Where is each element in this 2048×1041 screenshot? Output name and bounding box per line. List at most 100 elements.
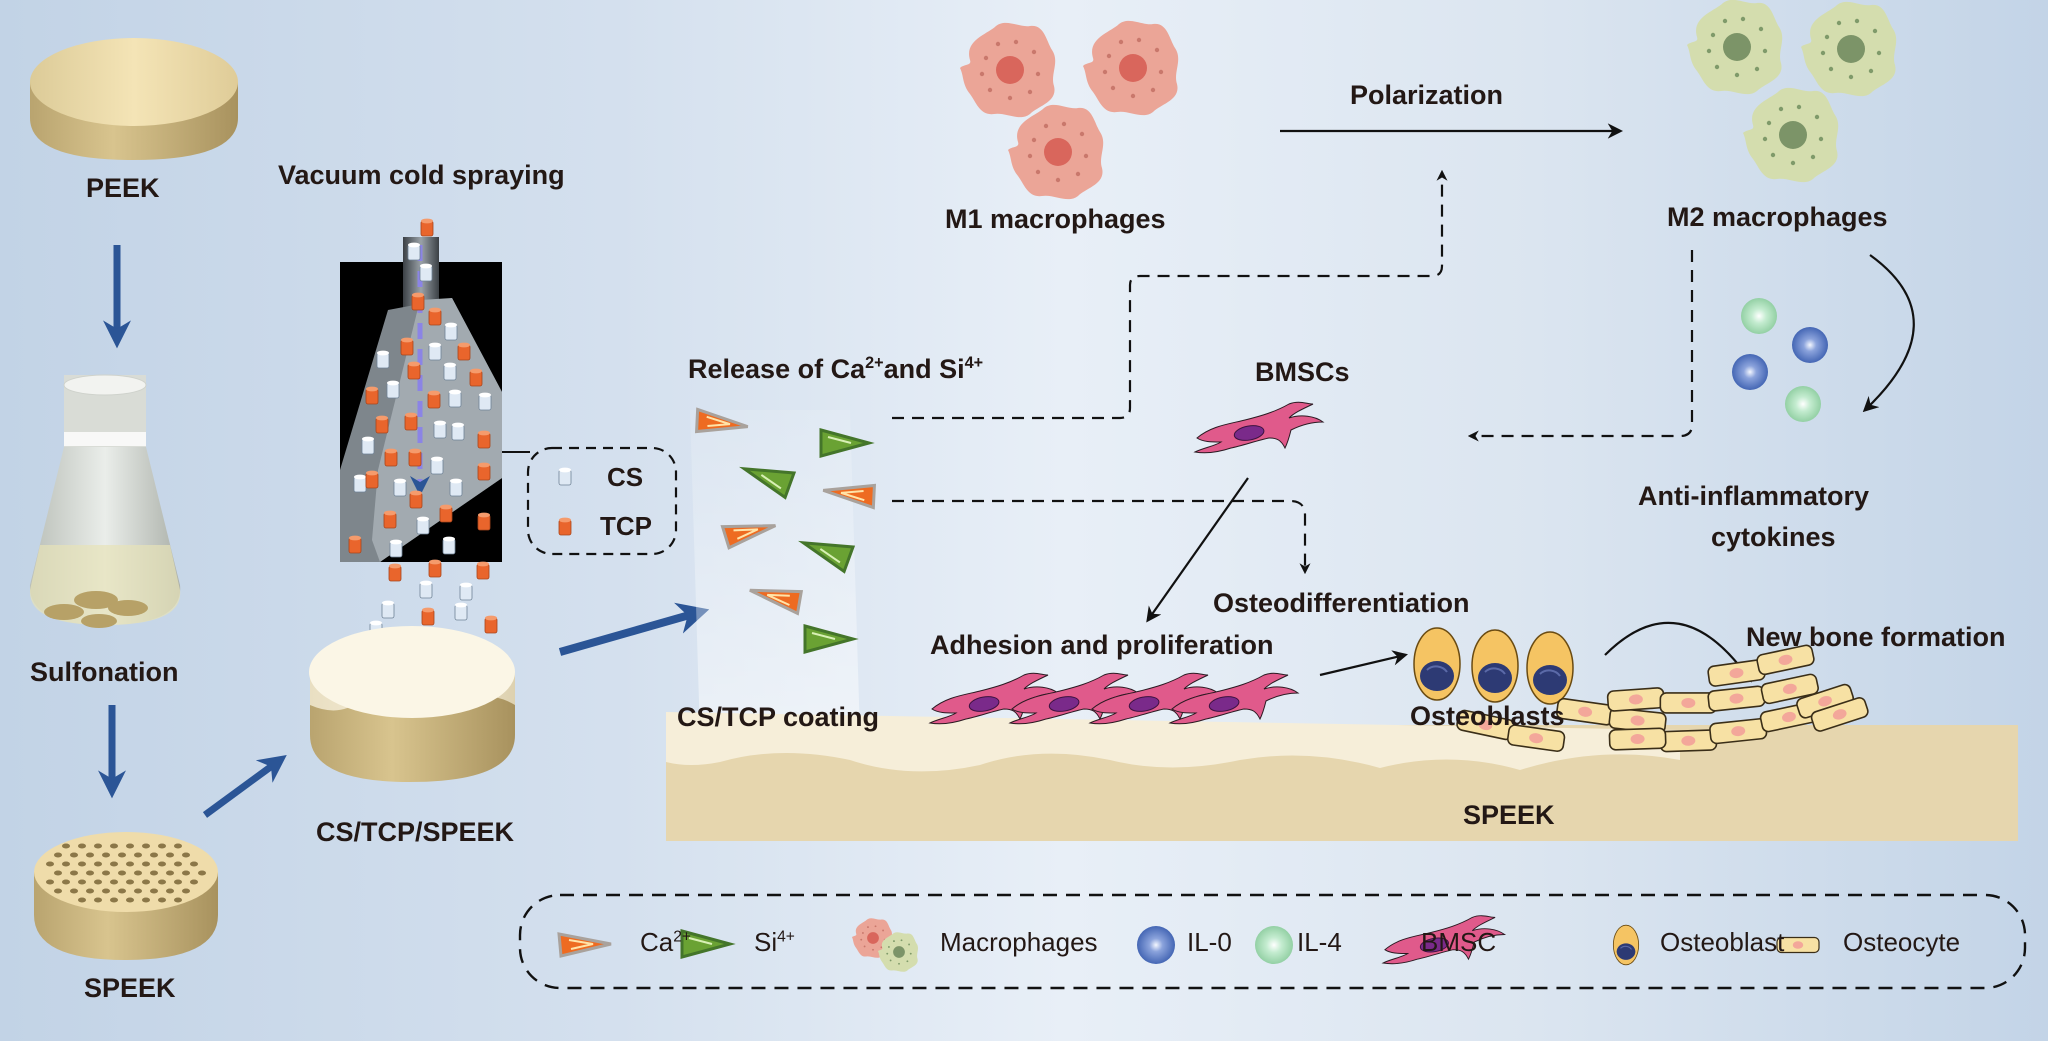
- label-sulfonation: Sulfonation: [30, 657, 179, 687]
- m2-macrophage: [1743, 87, 1839, 183]
- il0-cytokine: [1732, 354, 1768, 390]
- tcp-particle: [439, 504, 453, 523]
- legend-label-si: Si4+: [754, 927, 795, 957]
- label-speek: SPEEK: [84, 973, 176, 1003]
- tcp-particle: [404, 412, 418, 431]
- arrow-speek-to-coated: [202, 755, 287, 818]
- coated-disk: [309, 626, 515, 782]
- pore: [46, 861, 54, 867]
- pore: [134, 852, 142, 858]
- si-charge: 4+: [964, 354, 984, 372]
- tcp-particle: [484, 615, 498, 634]
- label-cs-tcp-coating: CS/TCP coating: [677, 702, 880, 732]
- tcp-particle: [375, 415, 389, 434]
- release-mid: and Si: [883, 354, 965, 384]
- tcp-particle: [365, 470, 379, 489]
- label-speek-substrate: SPEEK: [1463, 800, 1555, 830]
- pore: [158, 879, 166, 885]
- label-cytokines-line2: cytokines: [1711, 522, 1836, 552]
- tcp-particle: [428, 307, 442, 326]
- pore: [174, 897, 182, 903]
- tcp-particle: [477, 462, 491, 481]
- pore: [158, 861, 166, 867]
- osteoblast-cell: [1413, 627, 1461, 701]
- legend-label-ca: Ca2+: [640, 927, 692, 957]
- cs-particle: [459, 582, 473, 601]
- label-cs: CS: [607, 462, 644, 492]
- bmsc-to-adhesion-arrow: [1146, 477, 1249, 623]
- pore: [182, 870, 190, 876]
- cold-spray-nozzle: [340, 218, 502, 639]
- legend-label-osteocyte: Osteocyte: [1843, 927, 1961, 957]
- pore: [142, 897, 150, 903]
- pore: [150, 888, 158, 894]
- cs-particle: [454, 602, 468, 621]
- tcp-particle: [400, 337, 414, 356]
- label-new-bone-formation: New bone formation: [1746, 622, 2006, 652]
- pore: [150, 852, 158, 858]
- osteoblast-cell: [1526, 631, 1574, 705]
- legend-label-osteoblast: Osteoblast: [1660, 927, 1785, 957]
- pore: [54, 888, 62, 894]
- dashed-path-to-osteodifferentiation: [892, 499, 1311, 575]
- powder-legend-box: [526, 446, 678, 556]
- cs-particle: [449, 478, 463, 497]
- pore: [102, 888, 110, 894]
- pore: [118, 888, 126, 894]
- cs-powder-icon: [558, 467, 572, 486]
- label-adhesion-proliferation: Adhesion and proliferation: [930, 630, 1274, 660]
- dashed-path-to-polarization: [892, 169, 1448, 420]
- pore: [150, 870, 158, 876]
- pore: [70, 852, 78, 858]
- label-osteoblasts: Osteoblasts: [1410, 701, 1565, 731]
- m1-macrophage: [960, 22, 1056, 118]
- m2-to-cytokines-arrow: [1862, 254, 1915, 413]
- pore: [182, 888, 190, 894]
- tcp-particle: [427, 390, 441, 409]
- cs-particle: [407, 242, 421, 261]
- osteocyte-cell: [1659, 729, 1718, 753]
- cs-particle: [478, 392, 492, 411]
- pore: [126, 843, 134, 849]
- ca-ion-icon: [557, 932, 613, 958]
- ion-release-glow: [690, 410, 860, 735]
- peek-disk: [30, 38, 238, 160]
- pore: [54, 852, 62, 858]
- tcp-particle: [348, 535, 362, 554]
- cs-particle: [448, 389, 462, 408]
- pore: [174, 861, 182, 867]
- pore: [166, 870, 174, 876]
- pore: [118, 870, 126, 876]
- legend-label-il4: IL-4: [1297, 927, 1342, 957]
- pore: [78, 897, 86, 903]
- osteoblast-icon: [1612, 924, 1640, 966]
- pore: [166, 852, 174, 858]
- tcp-particle: [477, 430, 491, 449]
- cs-particle: [419, 580, 433, 599]
- tcp-particle: [408, 448, 422, 467]
- il4-cytokine: [1785, 386, 1821, 422]
- il0-icon: [1137, 926, 1175, 964]
- tcp-particle: [365, 386, 379, 405]
- to-new-bone-arrow: [1604, 621, 1752, 683]
- pore: [142, 861, 150, 867]
- pore: [46, 879, 54, 885]
- macrophages-icon: [852, 918, 918, 972]
- pore: [166, 888, 174, 894]
- pore: [94, 861, 102, 867]
- pore: [110, 879, 118, 885]
- label-tcp: TCP: [600, 511, 652, 541]
- legend-label-bmsc: BMSC: [1421, 927, 1497, 957]
- cs-particle: [433, 420, 447, 439]
- cs-particle: [361, 436, 375, 455]
- label-cytokines-line1: Anti-inflammatory: [1638, 481, 1870, 511]
- m2-macrophage: [1687, 0, 1783, 95]
- tcp-powder-icon: [558, 517, 572, 536]
- pore: [174, 879, 182, 885]
- pore: [86, 888, 94, 894]
- pore: [54, 870, 62, 876]
- pore: [62, 843, 70, 849]
- tcp-particle: [407, 361, 421, 380]
- label-osteodifferentiation: Osteodifferentiation: [1213, 588, 1470, 618]
